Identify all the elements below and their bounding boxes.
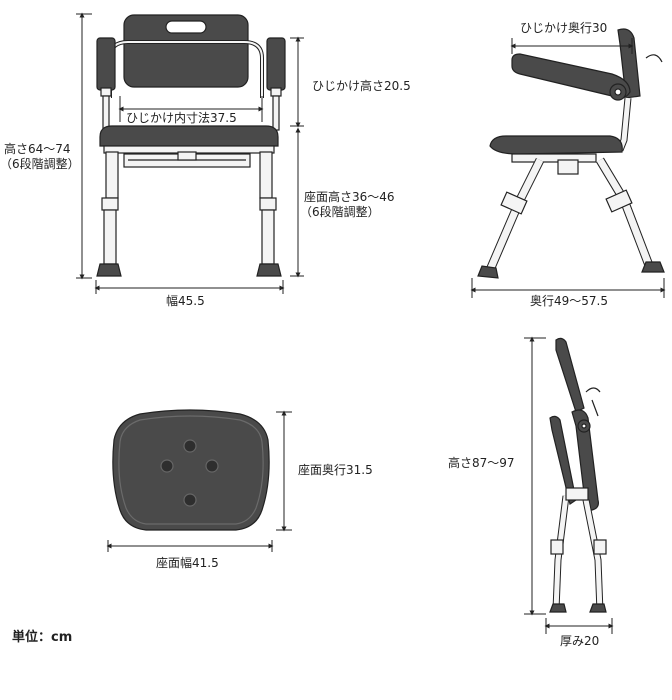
seat-hole — [160, 459, 174, 473]
front-armrest-left — [96, 37, 116, 91]
side-armrest — [511, 53, 631, 99]
side-seat — [489, 135, 623, 155]
front-width-label: 幅45.5 — [166, 294, 205, 308]
armrest-inner-width-label: ひじかけ内寸法37.5 — [126, 111, 237, 125]
armrest-depth-label: ひじかけ奥行30 — [520, 21, 608, 35]
side-view — [477, 28, 665, 279]
folded-view — [549, 337, 607, 613]
seat-hole — [183, 493, 197, 507]
front-seat — [99, 125, 279, 147]
folded-thickness-label: 厚み20 — [560, 634, 600, 648]
side-dimensions — [470, 38, 666, 298]
front-dimensions — [76, 12, 304, 294]
seat-hole — [205, 459, 219, 473]
seat-depth-label: 座面奥行31.5 — [298, 463, 373, 477]
seat-dimensions — [106, 410, 292, 552]
seat-height-label: 座面高さ36～46 — [304, 190, 395, 204]
folded-height-label: 高さ87～97 — [448, 456, 515, 470]
front-height-label: 高さ64～74 — [4, 142, 71, 156]
front-view — [96, 14, 286, 277]
seat-height-note: （6段階調整） — [300, 205, 380, 219]
seat-top-panel — [112, 409, 270, 531]
folded-armrest — [571, 409, 599, 511]
seat-hole — [183, 439, 197, 453]
side-depth-label: 奥行49～57.5 — [530, 294, 608, 308]
front-backrest — [123, 14, 249, 88]
unit-label: 単位：cm — [12, 630, 73, 645]
folded-backrest — [555, 337, 585, 413]
armrest-height-label: ひじかけ高さ20.5 — [312, 79, 411, 93]
seat-width-label: 座面幅41.5 — [156, 556, 219, 570]
front-height-note: （6段階調整） — [0, 157, 80, 171]
front-armrest-right — [266, 37, 286, 91]
seat-top-view — [112, 409, 270, 531]
folded-dimensions — [524, 336, 614, 634]
folded-seat — [549, 415, 577, 505]
